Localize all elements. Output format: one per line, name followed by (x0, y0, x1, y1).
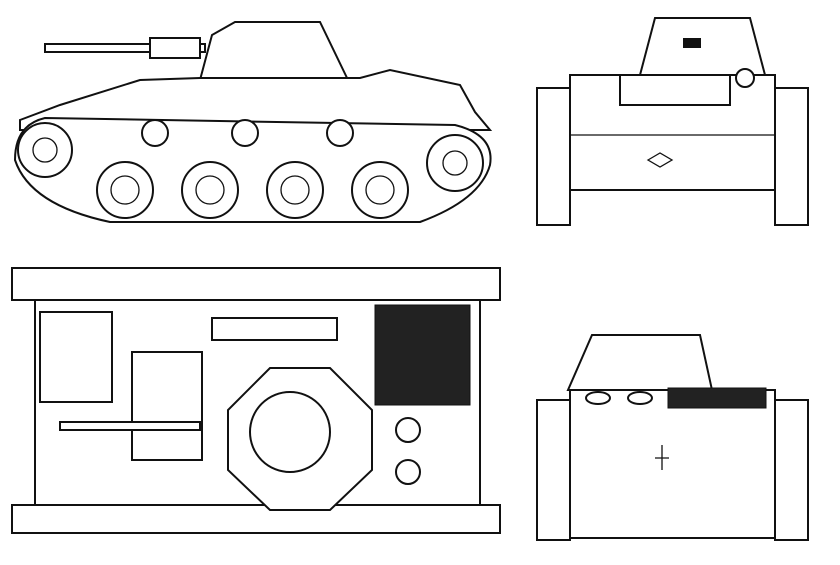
return-roller (141, 119, 169, 147)
front-plate (39, 311, 113, 403)
turret (638, 17, 767, 76)
return-roller (231, 119, 259, 147)
rear-port-2 (395, 459, 421, 485)
engine-grille (374, 304, 471, 406)
left-track (536, 87, 571, 226)
gun-barrel (44, 43, 206, 53)
wheel-hub (195, 175, 225, 205)
front-view (536, 17, 809, 226)
hatch (619, 74, 731, 106)
wheel-hub (110, 175, 140, 205)
road-wheel (266, 161, 324, 219)
top-view (11, 267, 501, 534)
tow-hook (655, 445, 669, 470)
headlight (735, 68, 755, 88)
right-fender (11, 504, 501, 534)
left-fender (11, 267, 501, 301)
right-track (774, 87, 809, 226)
port-left (585, 391, 611, 405)
road-wheel (351, 161, 409, 219)
engine-hatch (211, 317, 338, 341)
right-track (774, 399, 809, 541)
wheel-hub (365, 175, 395, 205)
turret (198, 21, 350, 81)
road-wheel (96, 161, 154, 219)
hull-emblem (646, 152, 674, 168)
port-right (627, 391, 653, 405)
return-roller (326, 119, 354, 147)
left-track (536, 399, 571, 541)
turret (566, 334, 714, 391)
drive-sprocket (426, 134, 484, 192)
driver-hatch (131, 351, 203, 461)
hull (569, 389, 776, 539)
road-wheels (17, 119, 484, 219)
engine-grille (667, 387, 767, 409)
gun-barrel (59, 421, 201, 431)
idler-hub (32, 137, 58, 163)
sprocket-hub (442, 150, 468, 176)
gun-mantlet (149, 37, 201, 59)
idler-wheel (17, 122, 73, 178)
rear-view (536, 334, 809, 541)
wheel-hub (280, 175, 310, 205)
road-wheel (181, 161, 239, 219)
rear-port-1 (395, 417, 421, 443)
side-view (13, 21, 493, 223)
vision-block (683, 38, 701, 48)
commander-hatch (249, 391, 331, 473)
